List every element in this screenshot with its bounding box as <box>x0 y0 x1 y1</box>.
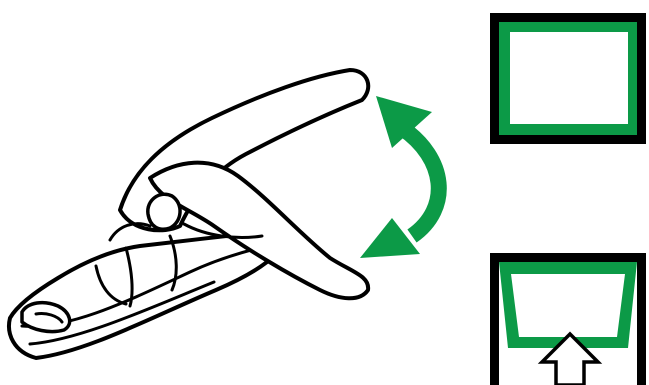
tool-hinge-detail <box>168 234 178 292</box>
tool-lower-body-line <box>28 280 216 346</box>
tool-hinge-detail <box>182 222 264 239</box>
tool-hinge-detail <box>108 222 152 242</box>
tool-tip-slot <box>34 312 64 324</box>
tool-hinge-detail <box>124 246 134 308</box>
handheld-squeeze-tool-icon <box>7 68 371 360</box>
arrow-arc <box>397 121 447 243</box>
tool-lower-lever <box>148 160 371 301</box>
tool-tip <box>20 300 72 334</box>
arrow-head-top <box>376 96 432 148</box>
tool-pivot <box>146 192 182 231</box>
arrow-head-bottom <box>360 218 420 258</box>
tool-hinge-detail <box>94 264 128 306</box>
rectangle-frame-icon <box>490 13 646 144</box>
double-headed-curved-arrow-icon <box>360 96 447 258</box>
frame-green-trapezoid <box>499 262 637 348</box>
up-arrow-icon <box>537 331 603 385</box>
frame-white-inner <box>499 22 637 135</box>
up-arrow-shape <box>537 331 603 385</box>
